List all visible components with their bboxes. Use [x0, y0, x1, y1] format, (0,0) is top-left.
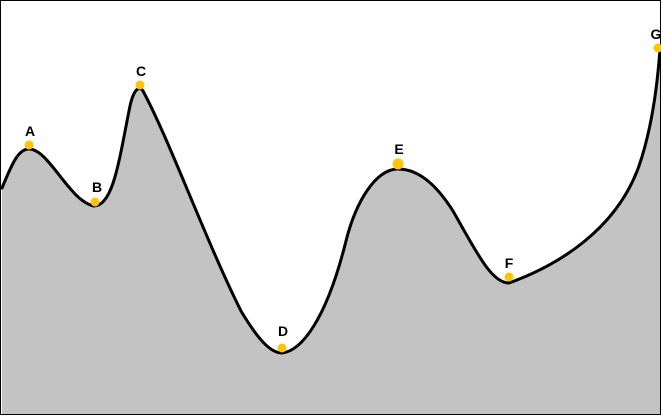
point-marker-a: [25, 141, 34, 150]
point-marker-g: [654, 44, 661, 53]
point-marker-e: [393, 159, 404, 170]
point-marker-d: [278, 344, 287, 353]
point-e: E: [393, 141, 404, 170]
point-a: A: [25, 123, 36, 150]
point-c: C: [136, 63, 147, 90]
point-label-g: G: [651, 26, 661, 42]
point-marker-f: [505, 273, 514, 282]
point-label-f: F: [505, 255, 514, 271]
point-f: F: [505, 255, 514, 282]
point-d: D: [278, 323, 289, 353]
point-label-b: B: [92, 179, 102, 195]
terrain-fill-area: [2, 49, 660, 414]
point-label-a: A: [25, 123, 35, 139]
point-label-e: E: [394, 141, 403, 157]
point-g: G: [651, 26, 661, 53]
point-marker-c: [136, 81, 145, 90]
point-marker-b: [91, 198, 100, 207]
point-label-c: C: [136, 63, 146, 79]
point-label-d: D: [278, 323, 288, 339]
